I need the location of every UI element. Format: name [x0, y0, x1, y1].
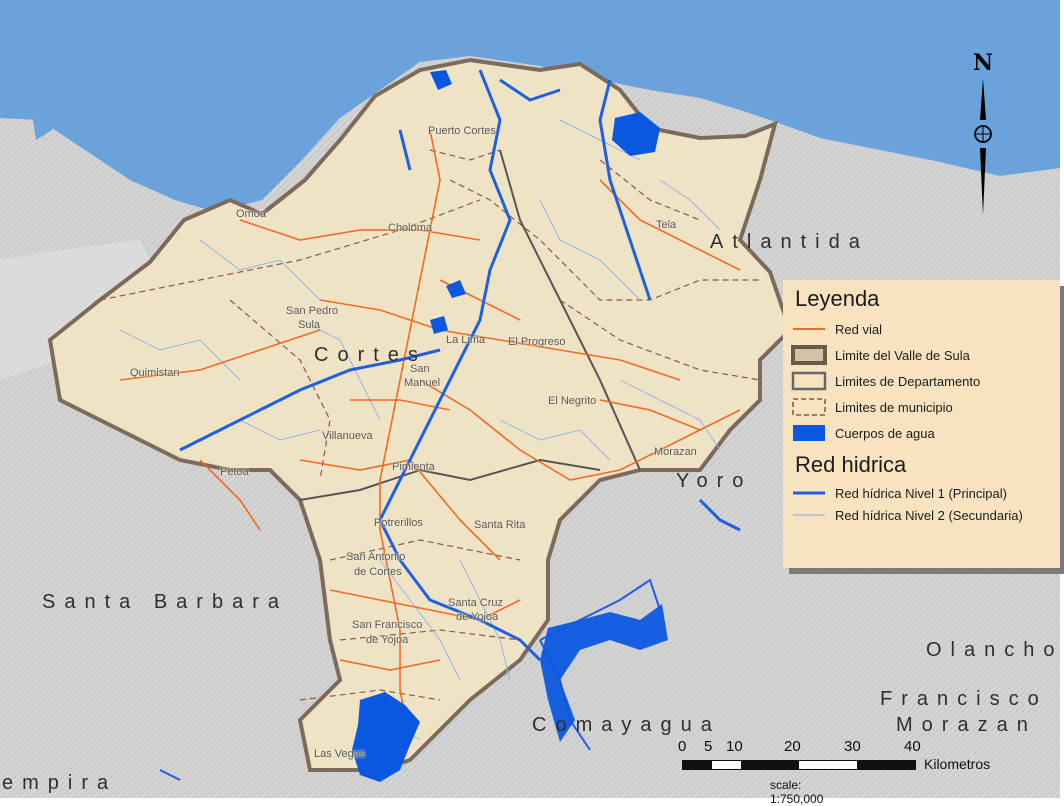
legend-item-river-secondary: Red hídrica Nivel 2 (Secundaria) — [791, 504, 1052, 526]
legend-label: Limite del Valle de Sula — [835, 347, 970, 363]
legend-item-roads: Red vial — [791, 316, 1052, 342]
label-cortes: Cortes — [314, 344, 427, 366]
sea-caribbean — [0, 0, 1060, 212]
lagoon-puerto-cortes — [430, 70, 452, 90]
label-morazan: Morazan — [654, 446, 697, 458]
north-letter: N — [973, 50, 993, 76]
scale-tick: 20 — [784, 738, 801, 755]
label-san-antonio-1: San Antonio — [346, 551, 406, 563]
label-petoa: Petoa — [220, 466, 249, 478]
label-quimistan: Quimistan — [130, 367, 180, 379]
legend-title: Leyenda — [795, 286, 880, 311]
label-lempira: empira — [2, 772, 118, 794]
legend-label: Red hídrica Nivel 1 (Principal) — [835, 485, 1007, 501]
scale-tick: 30 — [844, 738, 861, 755]
water-body-icon — [791, 423, 827, 443]
small-lake-2 — [446, 280, 466, 298]
legend-panel: Leyenda Red vial Limite del Valle de Sul… — [783, 280, 1060, 568]
label-el-progreso: El Progreso — [508, 336, 566, 348]
label-san-francisco-1: San Francisco — [352, 619, 423, 631]
label-san-manuel-1: San — [410, 363, 430, 375]
muni-boundaries — [99, 149, 761, 701]
department-boundary-icon — [791, 371, 827, 391]
lake-yojoa — [352, 692, 420, 782]
label-choloma: Choloma — [388, 222, 433, 234]
lagoon-tela — [612, 112, 660, 156]
scale-ratio: scale: 1:750,000 — [770, 778, 824, 806]
scale-bar-segments — [682, 760, 916, 770]
legend-label: Red hídrica Nivel 2 (Secundaria) — [835, 507, 1023, 523]
label-comayagua: Comayagua — [532, 714, 721, 736]
legend-item-river-main: Red hídrica Nivel 1 (Principal) — [791, 482, 1052, 504]
label-san-francisco-2: de Yojoa — [366, 634, 409, 646]
scale-tick: 0 — [678, 738, 687, 755]
scale-unit: Kilometros — [924, 756, 991, 772]
label-potrerillos: Potrerillos — [374, 517, 423, 529]
road-network — [119, 129, 741, 741]
legend-item-water: Cuerpos de agua — [791, 420, 1052, 446]
label-santa-cruz-1: Santa Cruz — [448, 597, 504, 609]
scale-tick: 5 — [704, 738, 713, 755]
valle-de-sula — [47, 57, 793, 772]
dept-boundary-1 — [299, 458, 601, 501]
municipality-boundary-icon — [791, 397, 827, 417]
scale-tick: 40 — [904, 738, 921, 755]
label-villanueva: Villanueva — [322, 430, 373, 442]
label-olancho: Olancho — [926, 639, 1064, 661]
river-main-icon — [791, 483, 827, 503]
legend-subtitle: Red hidrica — [795, 452, 907, 477]
label-la-lima: La Lima — [446, 334, 486, 346]
terrain-light-area-2 — [540, 540, 820, 760]
rivers-main — [179, 69, 741, 662]
legend-label: Limites de Departamento — [835, 373, 981, 389]
label-san-pedro-1: San Pedro — [286, 305, 338, 317]
label-el-negrito: El Negrito — [548, 395, 597, 407]
small-lake-1 — [430, 316, 448, 334]
north-arrow-icon: N — [973, 50, 993, 215]
legend-item-municipalities: Limites de municipio — [791, 394, 1052, 420]
sea-inlet — [30, 92, 60, 140]
label-puerto-cortes: Puerto Cortes — [428, 125, 496, 137]
valley-boundary-icon — [791, 345, 827, 365]
legend-label: Cuerpos de agua — [835, 425, 935, 441]
scale-tick: 10 — [726, 738, 743, 755]
label-atlantida: Atlantida — [710, 231, 869, 253]
legend-item-departments: Limites de Departamento — [791, 368, 1052, 394]
label-yoro: Yoro — [676, 470, 753, 492]
label-tela: Tela — [656, 219, 677, 231]
legend-item-valley: Limite del Valle de Sula — [791, 342, 1052, 368]
label-francisco-1: Francisco — [880, 688, 1048, 710]
reservoir-el-cajon — [540, 604, 668, 742]
label-santa-barbara: Santa Barbara — [42, 591, 288, 613]
label-san-manuel-2: Manuel — [404, 377, 441, 389]
label-santa-cruz-2: de Yojoa — [456, 611, 499, 623]
legend-label: Limites de municipio — [835, 399, 953, 415]
label-santa-rita: Santa Rita — [474, 519, 526, 531]
label-pimienta: Pimienta — [392, 461, 435, 473]
label-san-antonio-2: de Cortes — [354, 566, 402, 578]
legend-label: Red vial — [835, 321, 882, 337]
label-francisco-2: Morazan — [896, 714, 1037, 736]
label-las-vegas: Las Vegas — [314, 748, 366, 760]
label-san-pedro-2: Sula — [298, 319, 321, 331]
road-line-icon — [791, 319, 827, 339]
river-secondary-icon — [791, 505, 827, 525]
label-omoa: Omoa — [236, 208, 266, 220]
